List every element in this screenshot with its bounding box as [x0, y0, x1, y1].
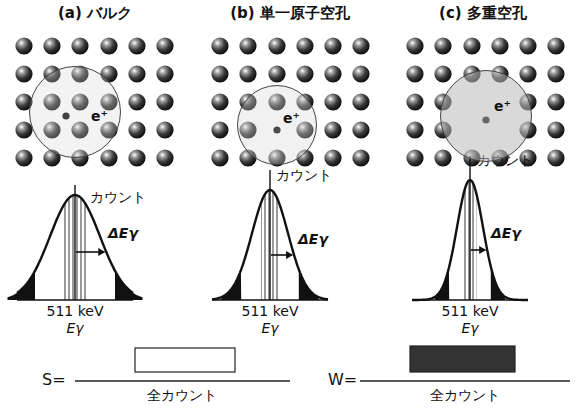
atom-sphere [156, 93, 173, 110]
formula-denominator: 全カウント [430, 388, 500, 402]
atom-sphere [156, 65, 173, 82]
panel-title: (a) バルク [58, 6, 132, 21]
atom-sphere [239, 65, 256, 82]
fraction-bar [360, 380, 570, 381]
fraction-bar [75, 380, 290, 381]
atom-sphere [71, 37, 88, 54]
atom-sphere [352, 37, 369, 54]
delta-e-arrow [271, 254, 292, 256]
atom-sphere [324, 65, 341, 82]
atom-sphere [296, 65, 313, 82]
atom-sphere [434, 37, 451, 54]
delta-e-arrow [76, 251, 104, 253]
atom-sphere [128, 93, 145, 110]
atom-sphere [434, 149, 451, 166]
atom-sphere [406, 65, 423, 82]
formula-denominator: 全カウント [147, 388, 217, 402]
atom-sphere [406, 149, 423, 166]
w-window-box [410, 346, 515, 372]
atom-sphere [15, 149, 32, 166]
atom-sphere [352, 65, 369, 82]
positron-wavefunction-circle: e⁺ [237, 85, 317, 165]
axis-label: カウント [276, 168, 332, 182]
energy-value: 511 keV [242, 304, 299, 318]
formula-symbol: S= [42, 372, 66, 388]
atom-sphere [211, 65, 228, 82]
atom-sphere [100, 37, 117, 54]
axis-label: カウント [90, 190, 146, 204]
panel-title: (c) 多重空孔 [439, 6, 527, 21]
positron-wavefunction-circle: e⁺ [440, 70, 532, 162]
positron-label: e⁺ [283, 111, 300, 125]
atom-sphere [268, 37, 285, 54]
atom-sphere [128, 65, 145, 82]
atom-sphere [128, 149, 145, 166]
atom-sphere [211, 149, 228, 166]
atom-sphere [352, 149, 369, 166]
atom-sphere [463, 37, 480, 54]
atom-sphere [211, 121, 228, 138]
atom-sphere [211, 37, 228, 54]
atom-sphere [296, 37, 313, 54]
delta-e-label: ΔEγ [108, 226, 138, 240]
atom-sphere [547, 37, 564, 54]
atom-sphere [156, 149, 173, 166]
atom-sphere [268, 65, 285, 82]
axis-label: Eγ [66, 321, 83, 335]
w-region [8, 271, 36, 300]
atom-sphere [519, 65, 536, 82]
atom-sphere [406, 121, 423, 138]
atom-sphere [156, 37, 173, 54]
delta-e-label: ΔEγ [491, 226, 521, 240]
count-axis [269, 170, 270, 300]
positron-label: e⁺ [91, 109, 108, 123]
energy-value: 511 keV [47, 304, 104, 318]
atom-sphere [324, 93, 341, 110]
atom-sphere [324, 121, 341, 138]
w-region [115, 271, 143, 300]
panel-title: (b) 単一原子空孔 [230, 6, 350, 21]
atom-sphere [519, 37, 536, 54]
atom-sphere [547, 121, 564, 138]
atom-sphere [128, 121, 145, 138]
atom-sphere [547, 149, 564, 166]
formula-symbol: W= [328, 372, 357, 388]
atom-sphere [547, 65, 564, 82]
positron-wavefunction-circle: e⁺ [29, 66, 121, 158]
atom-sphere [15, 65, 32, 82]
s-window-box [135, 348, 235, 372]
atom-sphere [406, 93, 423, 110]
atom-sphere [156, 121, 173, 138]
atom-sphere [547, 93, 564, 110]
atom-sphere [324, 37, 341, 54]
positron-label: e⁺ [494, 99, 511, 113]
atom-sphere [43, 37, 60, 54]
atom-sphere [491, 37, 508, 54]
axis-label: Eγ [261, 321, 278, 335]
atom-sphere [100, 149, 117, 166]
atom-sphere [211, 93, 228, 110]
atom-sphere [434, 65, 451, 82]
atom-sphere [128, 37, 145, 54]
atom-sphere [239, 37, 256, 54]
atom-sphere [15, 37, 32, 54]
axis-label: Eγ [461, 321, 478, 335]
delta-e-label: ΔEγ [298, 232, 328, 246]
atom-sphere [352, 121, 369, 138]
atom-sphere [406, 37, 423, 54]
count-axis [74, 185, 75, 300]
count-axis [469, 156, 470, 300]
energy-value: 511 keV [442, 304, 499, 318]
delta-e-arrow [471, 249, 485, 251]
atom-sphere [324, 149, 341, 166]
atom-sphere [352, 93, 369, 110]
